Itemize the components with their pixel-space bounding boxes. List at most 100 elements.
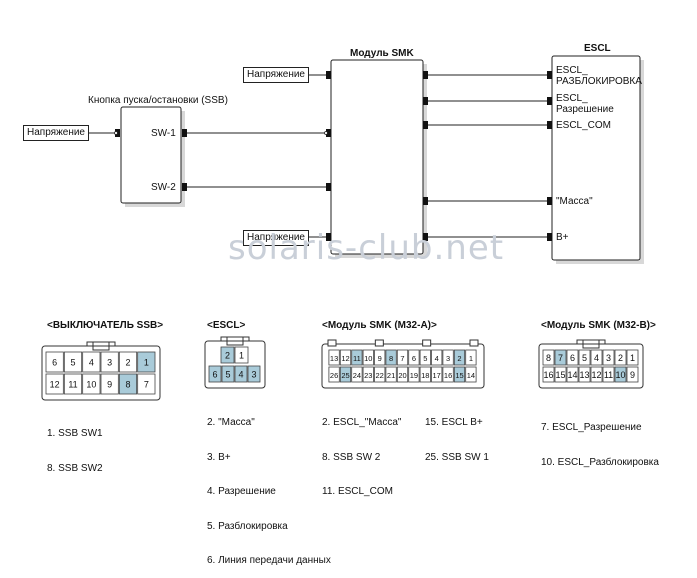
pin-number: 1 (144, 358, 149, 368)
pin-number: 17 (433, 371, 441, 380)
pin-number: 5 (225, 370, 230, 380)
pin-number: 6 (212, 370, 217, 380)
connector-pin: 4 (234, 365, 248, 383)
connector-pin: 21 (385, 366, 397, 383)
connector-pin: 12 (590, 366, 603, 383)
pin-number: 22 (376, 371, 384, 380)
connector-pin: 11 (351, 349, 363, 366)
connector-pin: 8 (385, 349, 397, 366)
pin-number: 15 (455, 371, 463, 380)
connector-pin: 18 (419, 366, 431, 383)
note: 8. SSB SW2 (47, 462, 103, 474)
pin-number: 1 (630, 353, 635, 363)
connector-pin: 4 (590, 349, 603, 366)
m32a-connector-title: <Модуль SMK (M32-A)> (322, 320, 437, 331)
pin-number: 21 (387, 371, 395, 380)
note: 6. Линия передачи данных (207, 555, 331, 566)
connector-pin: 13 (578, 366, 591, 383)
connector-pin: 3 (247, 365, 261, 383)
note: 2. ESCL_"Масса" (322, 417, 402, 428)
connector-pin: 12 (45, 373, 64, 395)
pin-number: 11 (68, 380, 77, 390)
connector-pin: 5 (578, 349, 591, 366)
connector-pin: 7 (396, 349, 409, 366)
note: 1. SSB SW1 (47, 428, 103, 439)
pin-number: 14 (467, 371, 475, 380)
connector-pin: 2 (220, 346, 235, 364)
pin-number: 15 (555, 370, 565, 380)
connector-pin: 12 (339, 349, 352, 366)
connector-pin: 10 (82, 373, 101, 395)
pin-number: 5 (423, 354, 427, 363)
pin-number: 12 (50, 380, 60, 390)
ssb-module-box (120, 106, 182, 204)
connector-pin: 6 (408, 349, 420, 366)
connector-pin: 2 (614, 349, 627, 366)
pin-number: 8 (389, 354, 393, 363)
pin-number: 14 (567, 370, 577, 380)
ssb-pin-sw2: SW-2 (151, 182, 176, 193)
pin-number: 4 (435, 354, 439, 363)
pin-number: 3 (251, 370, 256, 380)
m32b-connector-title: <Модуль SMK (M32-B)> (541, 320, 656, 331)
note: 4. Разрешение (207, 486, 276, 497)
connector-pin: 5 (221, 365, 235, 383)
connector-pin: 22 (374, 366, 386, 383)
pin-number: 25 (341, 371, 349, 380)
pin-number: 5 (70, 358, 75, 368)
wiring-diagram (86, 55, 644, 264)
connector-pin: 3 (602, 349, 615, 366)
connector-pin: 15 (453, 366, 466, 383)
note: 3. B+ (207, 451, 231, 463)
note: 5. Разблокировка (207, 520, 288, 532)
connector-pin: 10 (362, 349, 374, 366)
pin-number: 3 (446, 354, 450, 363)
smk-module-title: Модуль SMK (350, 48, 414, 59)
connector-pin: 20 (396, 366, 409, 383)
escl-connector-title: <ESCL> (207, 320, 246, 331)
connector-pin: 13 (328, 349, 340, 366)
escl-pin-enable: ESCL_ Разрешение (556, 93, 614, 115)
pin-number: 6 (412, 354, 416, 363)
watermark: solaris-club.net (228, 228, 505, 268)
note: 10. ESCL_Разблокировка (541, 456, 659, 468)
ssb-pin-sw1: SW-1 (151, 128, 176, 139)
connector-pin: 4 (82, 351, 101, 373)
escl-pin-com: ESCL_COM (556, 120, 612, 131)
connector-pin: 6 (208, 365, 222, 383)
escl-module-title: ESCL (584, 43, 611, 54)
note: 2. "Масса" (207, 417, 255, 428)
connector-pin: 1 (137, 351, 156, 373)
escl-connector-notes: 2. "Масса" 3. B+ 4. Разрешение 5. Разбло… (207, 394, 331, 578)
connector-pin: 23 (362, 366, 374, 383)
connector-pin: 16 (542, 366, 555, 383)
connector-pin: 2 (453, 349, 466, 366)
note: 11. ESCL_COM (322, 486, 393, 497)
ssb-module-title: Кнопка пуска/остановки (SSB) (88, 95, 228, 106)
pin-number: 13 (330, 354, 338, 363)
pin-number: 12 (591, 370, 601, 380)
connector-pin: 9 (374, 349, 386, 366)
connector-pin: 2 (118, 351, 138, 373)
connector-pin: 6 (45, 351, 64, 373)
pin-number: 2 (457, 354, 461, 363)
escl-pin-unlock: ESCL_ РАЗБЛОКИРОВКА (556, 65, 642, 87)
connector-pin: 5 (63, 351, 83, 373)
pin-number: 1 (469, 354, 473, 363)
pin-number: 11 (353, 354, 361, 363)
connector-pin: 9 (626, 366, 639, 383)
pin-number: 9 (107, 380, 112, 390)
pin-number: 20 (398, 371, 406, 380)
connector-pin: 7 (554, 349, 567, 366)
smk-voltage-label-bottom: Напряжение (243, 230, 309, 246)
pin-number: 3 (107, 358, 112, 368)
note: 15. ESCL B+ (425, 417, 483, 428)
pin-number: 10 (364, 354, 372, 363)
connector-pin: 15 (554, 366, 567, 383)
connector-pin: 8 (118, 373, 138, 395)
connector-pin: 25 (339, 366, 352, 383)
